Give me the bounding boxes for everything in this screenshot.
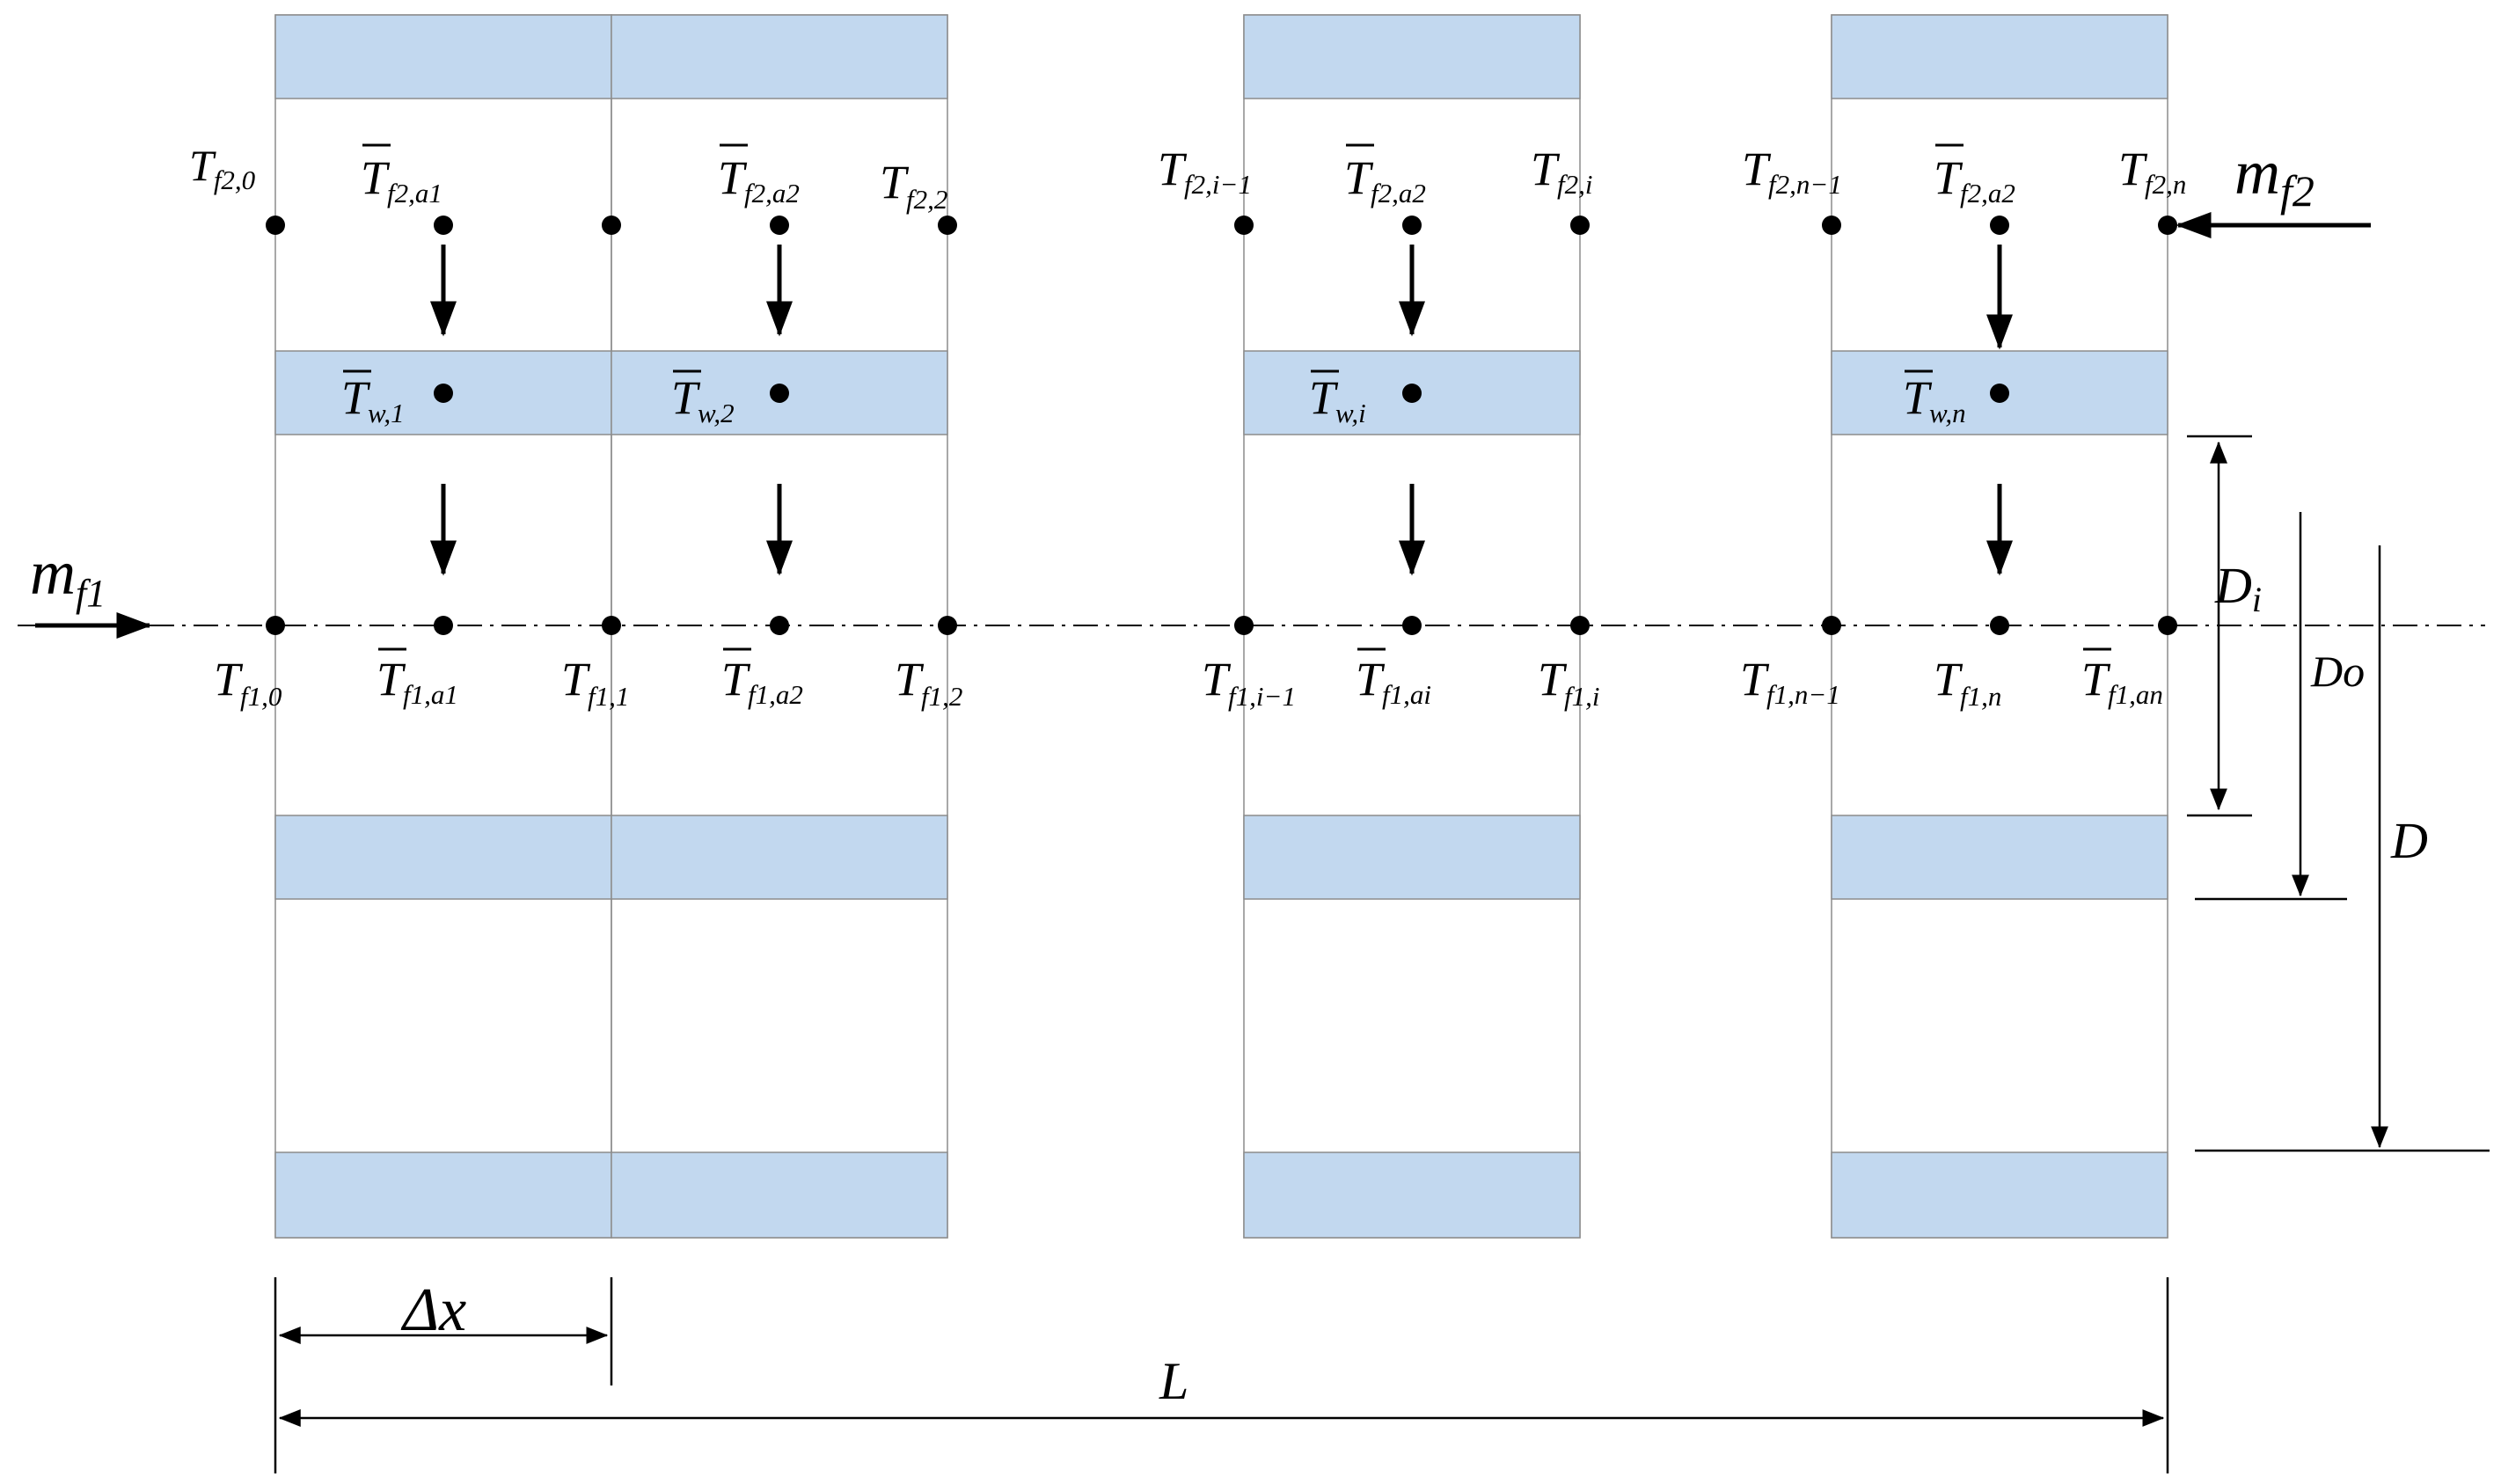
label-Di: Di bbox=[2214, 557, 2262, 619]
label-Tf2-0: Tf2,0 bbox=[189, 141, 256, 195]
label-dx: Δx bbox=[400, 1276, 466, 1344]
label-Tf1-1: Tf1,1 bbox=[561, 653, 629, 712]
label-Tf1-a2: Tf1,a2 bbox=[721, 653, 803, 710]
label-Tf2-i: Tf2,i bbox=[1531, 143, 1593, 200]
label-Tf2-2: Tf2,2 bbox=[880, 156, 947, 215]
outer-diameter-dimension bbox=[2195, 512, 2347, 901]
label-L: L bbox=[1159, 1352, 1188, 1410]
label-Tf2-a2-celli: Tf2,a2 bbox=[1344, 151, 1426, 208]
cold-fluid-flow-label: mf1 bbox=[30, 537, 106, 615]
label-Tf2-n: Tf2,n bbox=[2118, 143, 2186, 200]
hot-fluid-flow-label: mf2 bbox=[2234, 137, 2315, 216]
label-Tf1-nm1: Tf1,n−1 bbox=[1740, 653, 1840, 710]
label-Tf2-im1: Tf2,i−1 bbox=[1158, 143, 1252, 200]
outer-shell-top bbox=[274, 14, 2168, 99]
label-Tw-i: Tw,i bbox=[1309, 371, 1366, 428]
label-Tf1-i: Tf1,i bbox=[1538, 653, 1600, 712]
label-Do: Do bbox=[2310, 647, 2365, 696]
label-Tf2-a2-cell2: Tf2,a2 bbox=[718, 151, 800, 208]
inner-diameter-dimension bbox=[2187, 435, 2252, 817]
inner-tube-wall-bottom bbox=[274, 815, 2168, 900]
inner-tube-wall-top bbox=[274, 350, 2168, 435]
label-Tf1-an: Tf1,an bbox=[2081, 653, 2163, 710]
label-Tf1-2: Tf1,2 bbox=[895, 653, 962, 712]
tube-side-nodes bbox=[266, 616, 2177, 635]
label-Tf2-nm1: Tf2,n−1 bbox=[1742, 143, 1842, 200]
shell-diameter-dimension bbox=[2195, 545, 2490, 1152]
label-D: D bbox=[2390, 812, 2428, 869]
label-Tf1-im1: Tf1,i−1 bbox=[1202, 653, 1296, 712]
label-Tf2-a2-celln: Tf2,a2 bbox=[1934, 151, 2015, 208]
wall-nodes bbox=[434, 384, 2009, 403]
shell-side-nodes bbox=[266, 216, 2177, 235]
cell-length-dimension bbox=[274, 1277, 613, 1473]
label-Tw-2: Tw,2 bbox=[671, 371, 735, 428]
outer-shell-bottom bbox=[274, 1151, 2168, 1239]
label-Tf2-a1: Tf2,a1 bbox=[361, 151, 442, 208]
heat-flow-arrows bbox=[430, 245, 2013, 576]
label-Tf1-n: Tf1,n bbox=[1934, 653, 2001, 712]
total-length-dimension bbox=[278, 1277, 2169, 1473]
label-Tf1-ai: Tf1,ai bbox=[1356, 653, 1431, 710]
label-Tw-1: Tw,1 bbox=[341, 371, 405, 428]
label-Tf1-0: Tf1,0 bbox=[214, 653, 282, 712]
average-overbars bbox=[343, 143, 2111, 651]
label-Tf1-a1: Tf1,a1 bbox=[377, 653, 458, 710]
label-Tw-n: Tw,n bbox=[1903, 371, 1966, 428]
